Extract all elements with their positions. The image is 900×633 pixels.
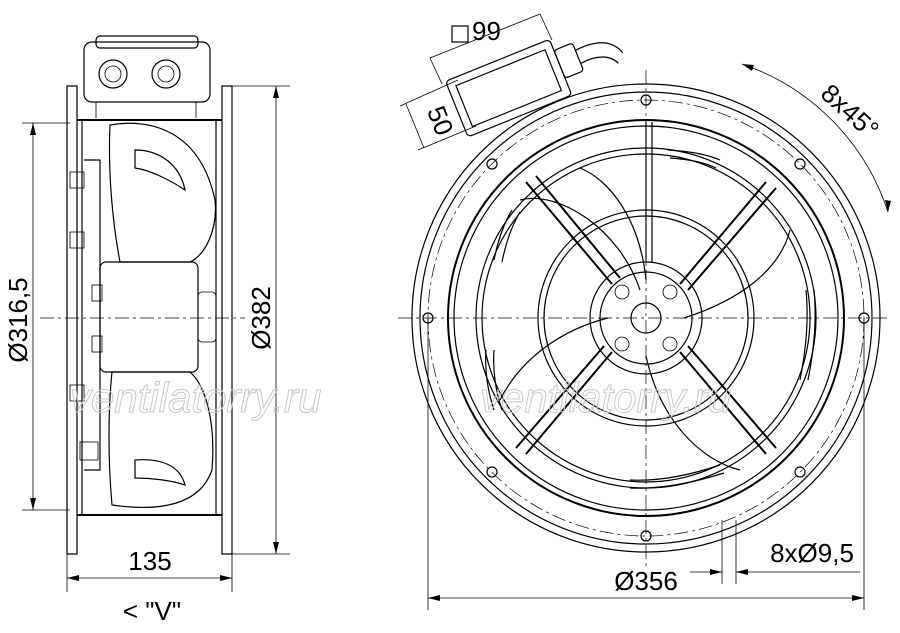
guard-slots (485, 149, 816, 489)
support-struts (515, 122, 777, 455)
watermark-right: ventilatorry.ru (480, 374, 731, 421)
terminal-box-front (446, 39, 624, 137)
terminal-box-side (83, 41, 211, 103)
right-flange (221, 85, 233, 555)
cable-gland-right (151, 59, 181, 89)
dim-135: 135 (128, 546, 171, 576)
dim-holes: 8xØ9,5 (770, 538, 854, 568)
terminal-box-lid (95, 35, 199, 49)
left-flange (66, 85, 78, 555)
cable-gland-left (98, 59, 128, 89)
watermark-left: ventilatorry.ru (70, 374, 321, 421)
dim-square-99: 99 (472, 16, 501, 46)
side-view: Ø316,5 Ø382 135 < "V" (3, 35, 290, 626)
dim-316-5: Ø316,5 (3, 277, 33, 362)
fan-blades (499, 167, 791, 471)
view-label: < "V" (123, 596, 181, 626)
upper-blade (108, 122, 217, 263)
dim-356: Ø356 (614, 566, 678, 596)
dim-8x45: 8x45° (815, 78, 885, 145)
dim-50: 50 (421, 102, 460, 140)
lower-blade (108, 371, 214, 509)
motor-side (99, 261, 199, 373)
dim-382: Ø382 (246, 286, 276, 350)
front-view: 99 50 8x45° Ø356 8xØ9,5 (398, 13, 891, 610)
